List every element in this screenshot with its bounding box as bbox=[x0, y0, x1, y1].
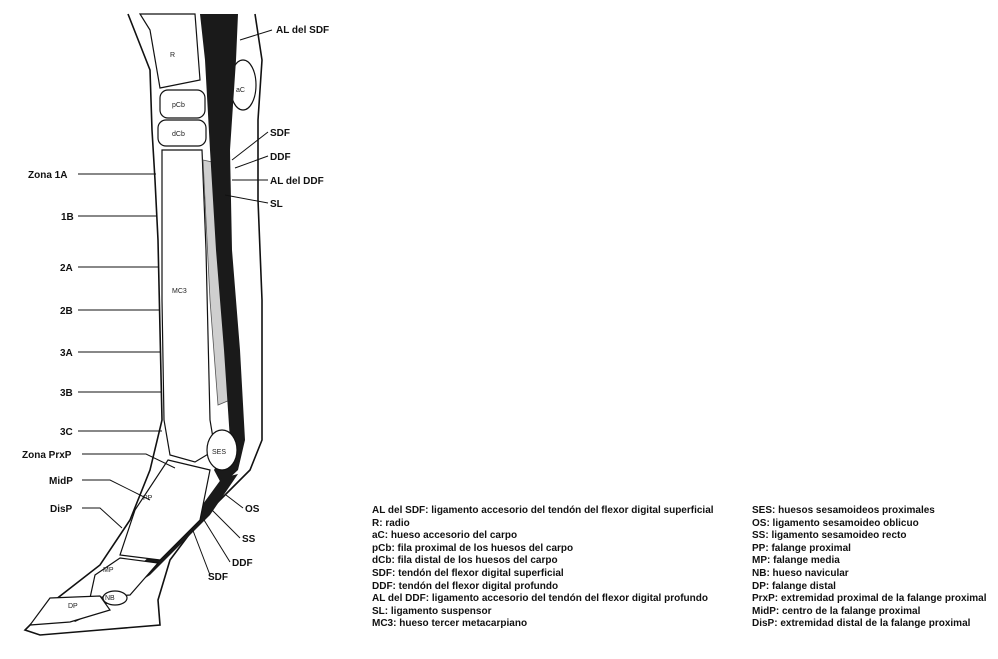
bone-label-ac: aC bbox=[236, 87, 245, 94]
legend-right-item: SS: ligamento sesamoideo recto bbox=[752, 530, 987, 543]
bone-label-mc3: MC3 bbox=[172, 288, 187, 295]
legend-left: AL del SDF: ligamento accesorio del tend… bbox=[372, 505, 714, 631]
bone-label-ses: SES bbox=[212, 449, 226, 456]
legend-left-item: SDF: tendón del flexor digital superfici… bbox=[372, 568, 714, 581]
legend-left-item: pCb: fila proximal de los huesos del car… bbox=[372, 543, 714, 556]
zone-label-disp: DisP bbox=[50, 504, 73, 515]
label-al-ddf: AL del DDF bbox=[270, 176, 324, 187]
bone-label-dp: DP bbox=[68, 603, 78, 610]
legend-left-item: dCb: fila distal de los huesos del carpo bbox=[372, 555, 714, 568]
zone-label-prxp: Zona PrxP bbox=[22, 450, 72, 461]
legend-left-item: SL: ligamento suspensor bbox=[372, 606, 714, 619]
legend-right-item: PP: falange proximal bbox=[752, 543, 987, 556]
legend-right-item: OS: ligamento sesamoideo oblicuo bbox=[752, 518, 987, 531]
legend-right-item: MP: falange media bbox=[752, 555, 987, 568]
legend-left-item: aC: hueso accesorio del carpo bbox=[372, 530, 714, 543]
legend-right-item: NB: hueso navicular bbox=[752, 568, 987, 581]
zone-label-3a: 3A bbox=[60, 348, 73, 359]
label-ddf: DDF bbox=[270, 152, 291, 163]
label-sdf-low: SDF bbox=[208, 572, 228, 583]
radius-bone bbox=[140, 14, 200, 88]
zone-label-2a: 2A bbox=[60, 263, 73, 274]
legend-right-item: DP: falange distal bbox=[752, 581, 987, 594]
label-al-sdf: AL del SDF bbox=[276, 25, 329, 36]
legend-left-item: DDF: tendón del flexor digital profundo bbox=[372, 581, 714, 594]
bone-label-r: R bbox=[170, 52, 175, 59]
zone-label-1a: Zona 1A bbox=[28, 170, 67, 181]
legend-right-item: SES: huesos sesamoideos proximales bbox=[752, 505, 987, 518]
zone-label-midp: MidP bbox=[49, 476, 73, 487]
zone-label-2b: 2B bbox=[60, 306, 73, 317]
label-sl: SL bbox=[270, 199, 283, 210]
bone-label-mp: MP bbox=[103, 567, 114, 574]
distal-phalanx bbox=[30, 596, 110, 625]
zone-label-1b: 1B bbox=[61, 212, 74, 223]
zone-label-3c: 3C bbox=[60, 427, 73, 438]
label-ddf-low: DDF bbox=[232, 558, 253, 569]
legend-left-item: MC3: hueso tercer metacarpiano bbox=[372, 618, 714, 631]
label-ss: SS bbox=[242, 534, 256, 545]
legend-right-item: DisP: extremidad distal de la falange pr… bbox=[752, 618, 987, 631]
bone-label-nb: NB bbox=[105, 595, 115, 602]
legend-right-item: PrxP: extremidad proximal de la falange … bbox=[752, 593, 987, 606]
legend-left-item: AL del SDF: ligamento accesorio del tend… bbox=[372, 505, 714, 518]
bone-label-dcb: dCb bbox=[172, 131, 185, 138]
label-sdf: SDF bbox=[270, 128, 290, 139]
legend-right-item: MidP: centro de la falange proximal bbox=[752, 606, 987, 619]
legend-left-item: AL del DDF: ligamento accesorio del tend… bbox=[372, 593, 714, 606]
zone-label-3b: 3B bbox=[60, 388, 73, 399]
legend-right: SES: huesos sesamoideos proximales OS: l… bbox=[752, 505, 987, 631]
label-os: OS bbox=[245, 504, 260, 515]
legend-left-item: R: radio bbox=[372, 518, 714, 531]
bone-label-pcb: pCb bbox=[172, 102, 185, 109]
